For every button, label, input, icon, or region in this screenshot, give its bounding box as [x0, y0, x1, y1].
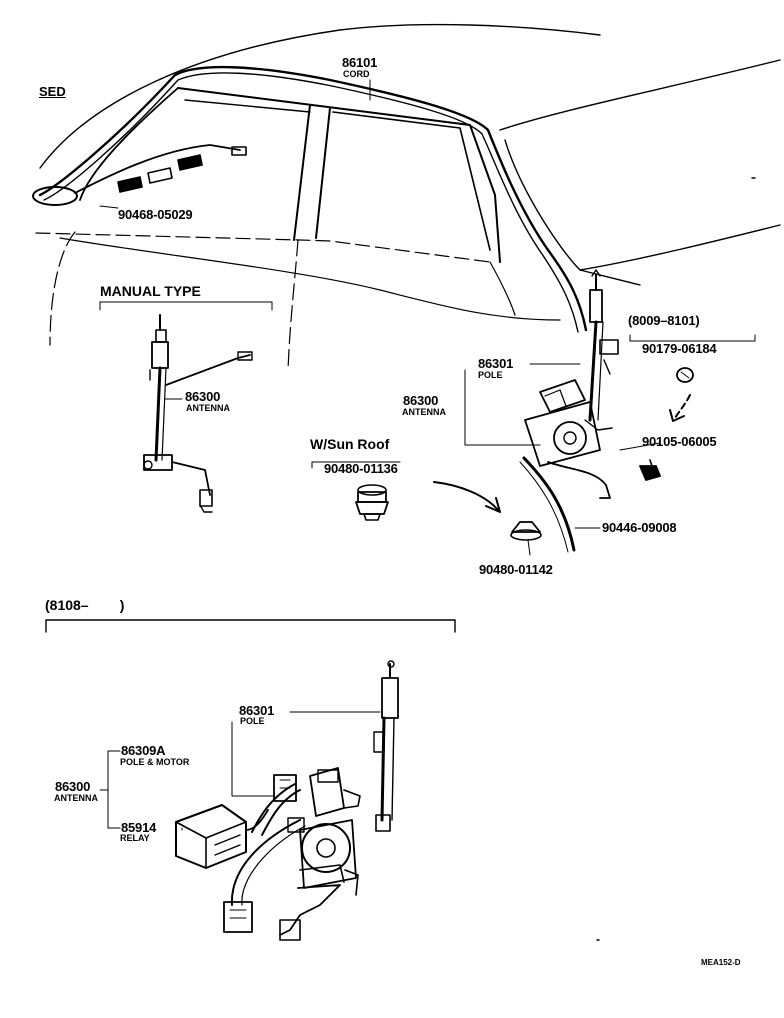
car-body-outline	[35, 23, 781, 371]
part-no-clip: 90468-05029	[118, 207, 193, 222]
nut-90179	[669, 367, 694, 422]
bolt-90105	[639, 459, 661, 481]
part-no-antenna-bottom: 86300	[55, 779, 91, 794]
drawing-code: MEA152-D	[701, 958, 741, 967]
part-no-drain-hose: 90446-09008	[602, 520, 677, 535]
manual-type-title: MANUAL TYPE	[100, 283, 201, 299]
part-no-manual-antenna: 86300	[185, 389, 221, 404]
antenna-cord-86101	[32, 65, 588, 333]
part-no-bolt: 90105-06005	[642, 434, 717, 449]
part-no-antenna-top: 86300	[403, 393, 439, 408]
rear-window-frame	[79, 87, 501, 263]
part-no-relay: 85914	[121, 820, 157, 835]
part-desc-antenna-bottom: ANTENNA	[54, 793, 98, 803]
relay-85914	[175, 804, 269, 869]
date-range-top: (8009–8101)	[628, 313, 700, 328]
part-no-grommet: 90480-01142	[479, 562, 553, 577]
date-range-bottom: (8108– )	[45, 597, 125, 613]
power-antenna-top	[519, 269, 619, 553]
part-desc-pole-motor: POLE & MOTOR	[120, 757, 190, 767]
manual-antenna	[143, 314, 253, 513]
part-desc-pole-top: POLE	[478, 370, 503, 380]
leader-lines-bottom	[99, 711, 381, 831]
part-no-pole-bottom: 86301	[239, 703, 275, 718]
part-desc-cord: CORD	[343, 69, 370, 79]
part-desc-relay: RELAY	[120, 833, 150, 843]
part-no-cord: 86101	[342, 55, 378, 70]
sun-roof-title: W/Sun Roof	[310, 436, 390, 452]
scan-marks	[596, 177, 756, 941]
part-no-sunroof-grommet: 90480-01136	[324, 461, 398, 476]
part-no-pole-top: 86301	[478, 356, 514, 371]
part-desc-manual-antenna: ANTENNA	[186, 403, 230, 413]
part-no-nut: 90179-06184	[642, 341, 717, 356]
grommet-90480-01142	[510, 521, 542, 541]
part-desc-antenna-top: ANTENNA	[402, 407, 446, 417]
leader-lines-top	[45, 79, 756, 633]
power-antenna-bottom	[223, 660, 399, 941]
part-desc-pole-bottom: POLE	[240, 716, 265, 726]
part-no-pole-motor: 86309A	[121, 743, 166, 758]
section-label-sed: SED	[39, 84, 66, 99]
cord-clips-90468	[99, 146, 247, 209]
grommet-90480-01136	[355, 481, 501, 521]
